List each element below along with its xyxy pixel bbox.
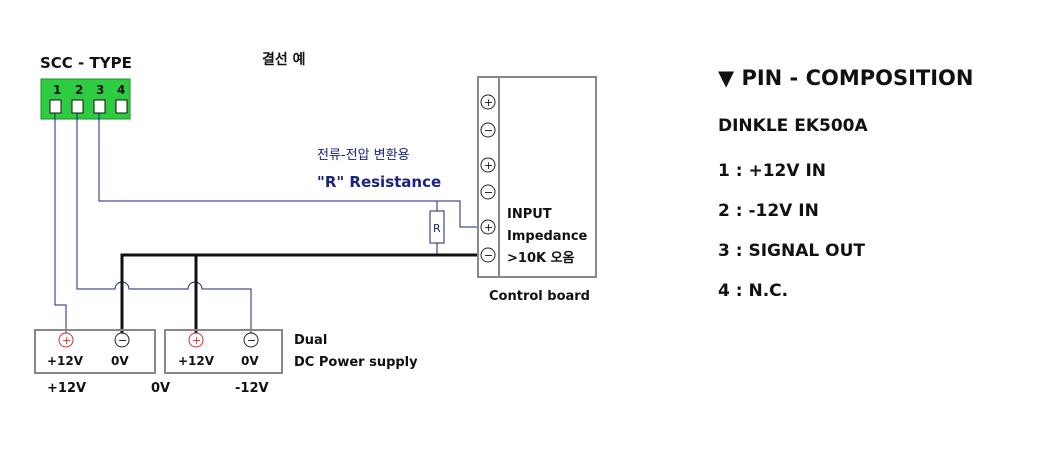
impedance-value: >10K 오옴	[507, 250, 575, 266]
psu-label: DC Power supply	[294, 355, 418, 370]
svg-text:−: −	[118, 334, 127, 347]
pin-row: 3 : SIGNAL OUT	[718, 241, 865, 261]
scc-connector: 1 2 3 4	[40, 78, 131, 120]
svg-text:+: +	[484, 221, 493, 234]
svg-text:−: −	[484, 186, 493, 199]
psu-minus-terminal	[243, 332, 259, 348]
terminal-plus: +	[480, 94, 496, 110]
connector-pin-label: 1	[53, 83, 61, 97]
ground-bus	[120, 253, 478, 333]
control-board: + − + − + − INPUT Impedance >10K 오옴	[477, 76, 597, 278]
connector-pin-socket	[49, 99, 62, 114]
psu2-plus-label: +12V	[178, 354, 215, 368]
connector-pin-label: 4	[117, 83, 125, 97]
minus12-wire	[76, 113, 252, 333]
svg-text:+: +	[192, 334, 201, 347]
pin-row: 1 : +12V IN	[718, 161, 826, 181]
psu-box	[164, 329, 283, 374]
connector-pin-label: 2	[75, 83, 83, 97]
signal-wire	[98, 113, 478, 228]
psu2-zero-label: 0V	[241, 354, 259, 368]
pin-row: 4 : N.C.	[718, 281, 789, 301]
svg-text:−: −	[484, 124, 493, 137]
terminal-minus: −	[480, 247, 496, 263]
terminal-plus: +	[480, 219, 496, 235]
connector-model: DINKLE EK500A	[718, 116, 868, 136]
resistor-symbol: R	[433, 222, 441, 235]
power-supply-2: + − +12V 0V	[164, 329, 283, 374]
wiring-example-label: 결선 예	[262, 51, 306, 68]
terminal-minus: −	[480, 122, 496, 138]
plus12-wire	[54, 113, 67, 333]
terminal-plus: +	[480, 157, 496, 173]
signal-wires	[54, 113, 478, 333]
pin-composition-panel: ▼ PIN - COMPOSITION DINKLE EK500A 1 : +1…	[718, 66, 1048, 321]
svg-text:+: +	[484, 159, 493, 172]
psu-minus-terminal	[114, 332, 130, 348]
svg-text:−: −	[484, 249, 493, 262]
impedance-label: Impedance	[507, 229, 588, 244]
psu-box	[34, 329, 156, 374]
connector-pin-socket	[71, 99, 84, 114]
resistor-note: "R" Resistance	[317, 173, 441, 191]
psu-plus-terminal	[188, 332, 204, 348]
resistor	[429, 210, 445, 244]
wiring-diagram: SCC - TYPE 결선 예 1 2 3 4 R 전류-전압 변환용 "R" …	[34, 51, 597, 396]
connector-pin-label: 3	[96, 83, 104, 97]
psu-plus-terminal	[58, 332, 74, 348]
rail-plus12-label: +12V	[47, 381, 86, 396]
psu1-plus-label: +12V	[47, 354, 84, 368]
svg-text:+: +	[62, 334, 71, 347]
pin-composition-title: ▼ PIN - COMPOSITION	[718, 66, 974, 90]
terminal-minus: −	[480, 184, 496, 200]
power-supply-1: + − +12V 0V	[34, 329, 156, 374]
rail-minus12-label: -12V	[235, 381, 269, 396]
resistor-note-korean: 전류-전압 변환용	[317, 148, 410, 163]
ground-wire	[120, 253, 478, 333]
psu1-zero-label: 0V	[111, 354, 129, 368]
pin-row: 2 : -12V IN	[718, 201, 819, 221]
connector-pin-socket	[93, 99, 106, 114]
input-label: INPUT	[507, 207, 552, 222]
control-board-box	[477, 76, 597, 278]
dual-label: Dual	[294, 333, 327, 348]
rail-zero-label: 0V	[151, 381, 170, 396]
control-board-label: Control board	[489, 289, 590, 304]
connector-pin-socket	[115, 99, 128, 114]
svg-text:+: +	[484, 96, 493, 109]
connector-title: SCC - TYPE	[40, 54, 132, 72]
svg-text:−: −	[247, 334, 256, 347]
